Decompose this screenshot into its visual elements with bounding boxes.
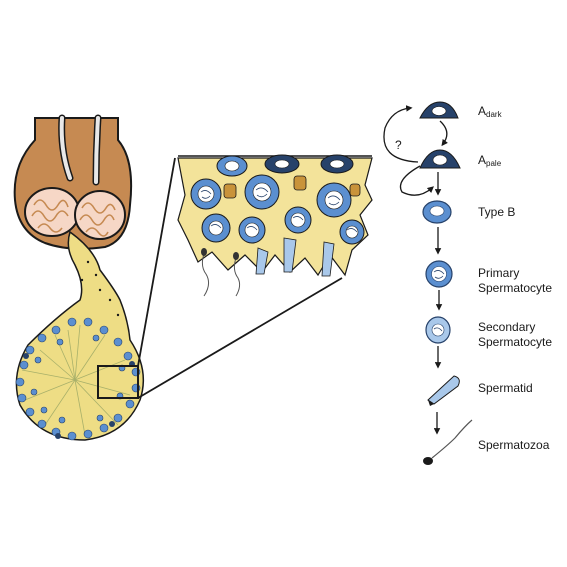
spermatid-label: Spermatid — [478, 381, 533, 395]
a-pale-label: Apale — [478, 153, 501, 171]
secondary-spermatocyte-line1: Secondary — [478, 320, 536, 334]
seminiferous-tubule-section — [15, 230, 145, 441]
a-pale-label-base: A — [478, 153, 487, 167]
uncertain-transition-label: ? — [395, 138, 402, 152]
spermatid-cell — [427, 375, 460, 405]
a-dark-label: Adark — [478, 104, 502, 122]
secondary-spermatocyte-label: Secondary Spermatocyte — [478, 320, 552, 350]
lineage-arrows — [383, 105, 448, 435]
spermatozoa-cell — [423, 457, 433, 465]
primary-spermatocyte-label: Primary Spermatocyte — [478, 266, 552, 296]
type-b-label: Type B — [478, 205, 516, 219]
scrotum-illustration — [13, 114, 133, 250]
spermatozoa-label: Spermatozoa — [478, 438, 550, 452]
magnified-epithelium — [177, 154, 373, 297]
a-dark-label-sub: dark — [486, 110, 502, 119]
zoom-lines — [137, 157, 343, 399]
cell-lineage — [419, 101, 473, 465]
a-pale-label-sub: pale — [486, 159, 502, 168]
primary-spermatocyte-line2: Spermatocyte — [478, 281, 553, 295]
primary-spermatocyte-line1: Primary — [478, 266, 520, 280]
a-dark-label-base: A — [478, 104, 487, 118]
secondary-spermatocyte-line2: Spermatocyte — [478, 335, 553, 349]
